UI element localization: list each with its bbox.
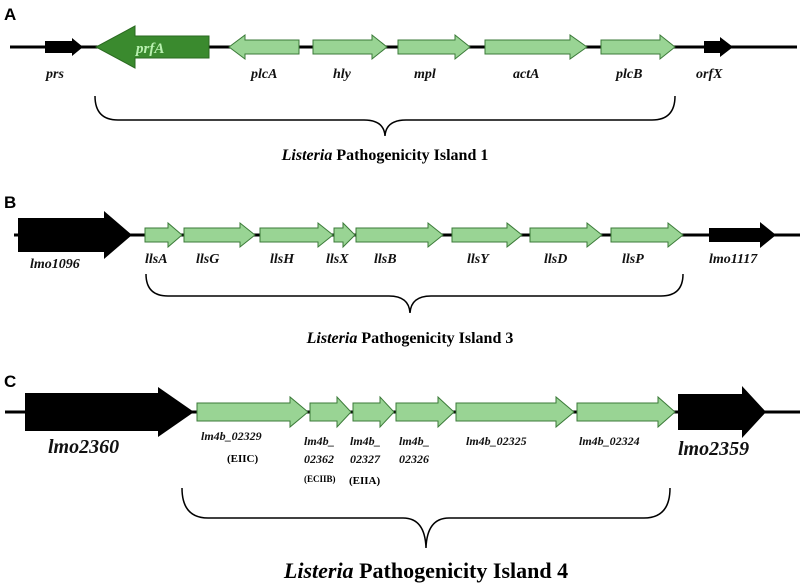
gene-label-lmo2359: lmo2359 — [678, 438, 749, 460]
gene-label-lmo1096: lmo1096 — [30, 257, 80, 272]
gene-arrow-llsX — [333, 221, 356, 249]
gene-label-lm4b_02326-line2: 02326 — [399, 452, 429, 466]
gene-label-lm4b_02362-line1: lm4b_ — [304, 434, 335, 448]
island-bracket-a — [94, 95, 676, 137]
island-caption-b: Listeria Pathogenicity Island 3 — [306, 330, 514, 347]
gene-arrow-lm4b_02362 — [309, 395, 352, 429]
gene-label-llsH: llsH — [270, 252, 295, 267]
gene-label-llsB: llsB — [374, 252, 397, 267]
gene-arrow-lmo2359 — [678, 386, 766, 438]
gene-arrow-lm4b_02324 — [576, 395, 676, 429]
gene-label-lm4b_02324: lm4b_02324 — [579, 434, 640, 448]
gene-arrow-llsG — [183, 221, 256, 249]
island-caption-a: Listeria Pathogenicity Island 1 — [281, 147, 489, 164]
gene-arrow-lmo1096 — [18, 211, 132, 259]
gene-label-lm4b_02362-line2: 02362 — [304, 452, 334, 466]
gene-arrow-plcB — [600, 33, 676, 61]
gene-label-llsG: llsG — [196, 252, 219, 267]
panel-letter-c: C — [4, 372, 16, 391]
island-caption-c: Listeria Pathogenicity Island 4 — [283, 558, 568, 583]
gene-label-hly: hly — [333, 67, 352, 82]
gene-label-plcA: plcA — [250, 67, 277, 82]
panel-a: A prs prfA plcA hly mpl actA plcB orfX L… — [4, 5, 797, 164]
gene-arrow-hly — [312, 33, 388, 61]
gene-sub-label-eciib: (ECIIB) — [304, 474, 336, 484]
gene-arrow-lm4b_02326 — [395, 395, 455, 429]
gene-arrow-lm4b_02327 — [352, 395, 395, 429]
gene-arrow-prs — [45, 38, 83, 56]
gene-arrow-llsH — [259, 221, 334, 249]
gene-label-lmo1117: lmo1117 — [709, 252, 758, 267]
panel-letter-b: B — [4, 193, 16, 212]
gene-arrow-orfX — [704, 37, 733, 57]
gene-sub-label-eiia: (EIIA) — [349, 475, 381, 487]
gene-label-llsY: llsY — [467, 252, 490, 267]
gene-arrow-lm4b_02329 — [196, 395, 309, 429]
gene-label-prs: prs — [45, 67, 64, 82]
gene-label-lm4b_02325: lm4b_02325 — [466, 434, 527, 448]
gene-arrow-llsA — [144, 221, 183, 249]
gene-label-lm4b_02326-line1: lm4b_ — [399, 434, 430, 448]
gene-label-lm4b_02327-line2: 02327 — [350, 452, 381, 466]
panel-b: B lmo1096 llsA llsG llsH llsX llsB llsY … — [4, 193, 800, 347]
panel-c: C lmo2360 lm4b_02329 (EIIC) lm4b_ 02362 … — [4, 372, 800, 583]
gene-label-llsP: llsP — [622, 252, 644, 267]
gene-label-lm4b_02329: lm4b_02329 — [201, 429, 262, 443]
gene-sub-label-eiic: (EIIC) — [227, 453, 259, 465]
gene-label-lmo2360: lmo2360 — [48, 436, 119, 458]
gene-arrow-lmo2360 — [25, 387, 194, 437]
gene-arrow-plcA — [228, 34, 300, 60]
island-bracket-c — [181, 487, 671, 549]
gene-arrow-llsP — [610, 221, 684, 249]
gene-label-plcB: plcB — [615, 67, 642, 82]
gene-arrow-lm4b_02325 — [455, 395, 575, 429]
gene-label-lm4b_02327-line1: lm4b_ — [350, 434, 381, 448]
gene-arrow-llsY — [451, 221, 523, 249]
gene-arrow-llsD — [529, 221, 603, 249]
gene-label-orfX: orfX — [696, 67, 723, 82]
gene-label-llsA: llsA — [145, 252, 168, 267]
gene-arrow-llsB — [355, 221, 444, 249]
gene-arrow-prfA — [94, 25, 210, 69]
panel-letter-a: A — [4, 5, 16, 24]
gene-label-prfA: prfA — [134, 41, 164, 57]
gene-label-llsD: llsD — [544, 252, 567, 267]
gene-arrow-lmo1117 — [709, 222, 776, 248]
island-bracket-b — [145, 273, 684, 314]
gene-label-actA: actA — [513, 67, 539, 82]
gene-arrow-actA — [484, 34, 588, 60]
gene-label-llsX: llsX — [326, 252, 349, 267]
gene-label-mpl: mpl — [414, 67, 436, 82]
gene-arrow-mpl — [397, 33, 471, 61]
